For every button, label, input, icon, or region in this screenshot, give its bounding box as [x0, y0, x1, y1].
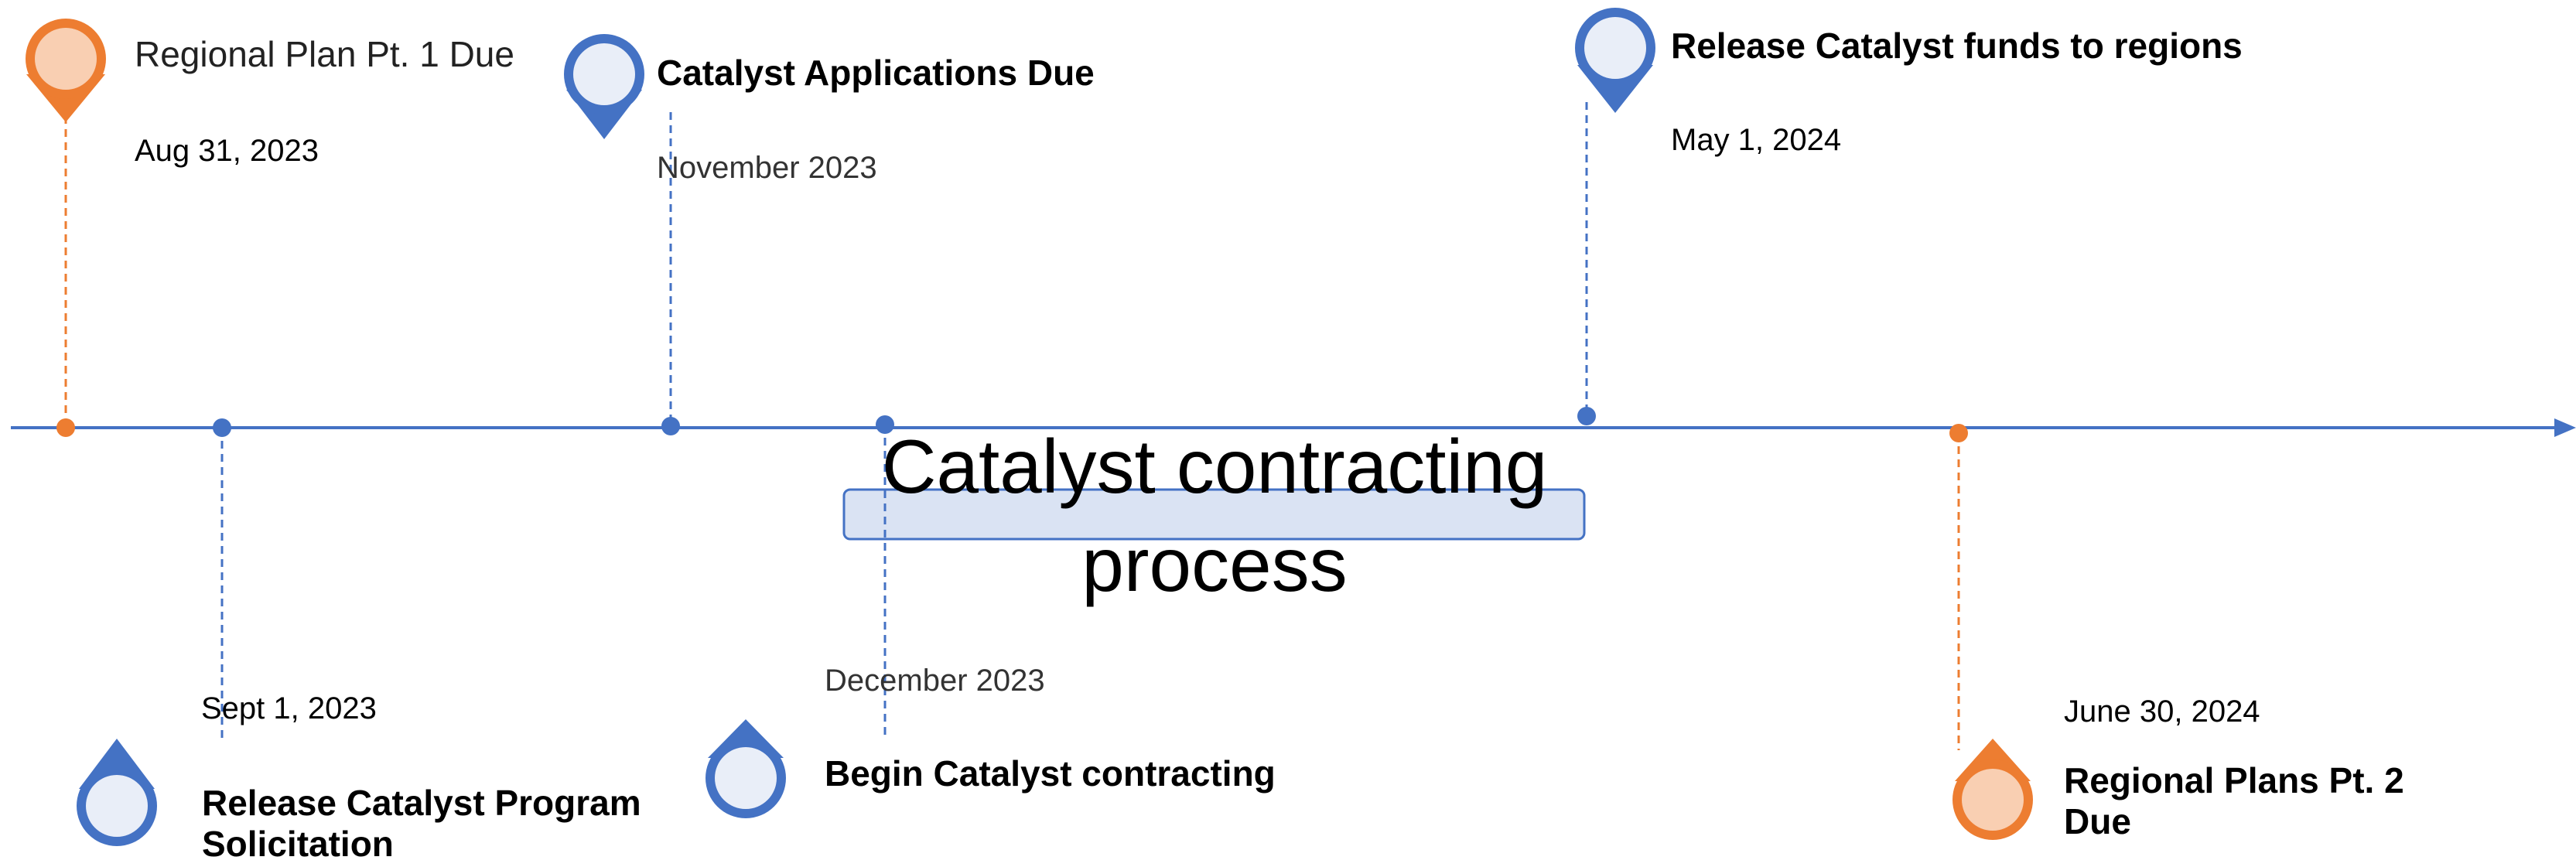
location-pin-icon [26, 19, 106, 122]
location-pin-icon [564, 34, 644, 139]
milestone-dot [1949, 424, 1968, 442]
timeline-arrowhead-icon [2554, 418, 2576, 437]
milestone-date: November 2023 [657, 151, 877, 185]
milestone-title: Release Catalyst Program Solicitation [202, 783, 641, 864]
process-label: Catalyst contracting process [881, 424, 1548, 608]
location-pin-icon [1952, 739, 2033, 840]
location-pin-icon [705, 719, 786, 818]
milestone-dot [876, 415, 894, 434]
milestone-date: June 30, 2024 [2064, 695, 2260, 729]
milestone-dot [56, 418, 75, 437]
process-bar [842, 488, 1586, 541]
milestone-dot [213, 418, 231, 437]
milestone-title: Regional Plan Pt. 1 Due [135, 34, 514, 74]
milestone-date: May 1, 2024 [1671, 123, 1842, 157]
milestone-date: Aug 31, 2023 [135, 134, 319, 168]
milestone-date: Sept 1, 2023 [201, 691, 377, 725]
location-pin-icon [77, 739, 157, 846]
milestone-title: Release Catalyst funds to regions [1671, 26, 2243, 66]
milestone-date: December 2023 [825, 664, 1045, 698]
milestone-dot [661, 417, 680, 435]
milestone-title: Regional Plans Pt. 2 Due [2064, 760, 2404, 841]
location-pin-icon [1575, 8, 1655, 113]
milestone-title: Begin Catalyst contracting [825, 753, 1276, 794]
milestone-dot [1577, 407, 1596, 425]
milestone-title: Catalyst Applications Due [657, 53, 1095, 93]
